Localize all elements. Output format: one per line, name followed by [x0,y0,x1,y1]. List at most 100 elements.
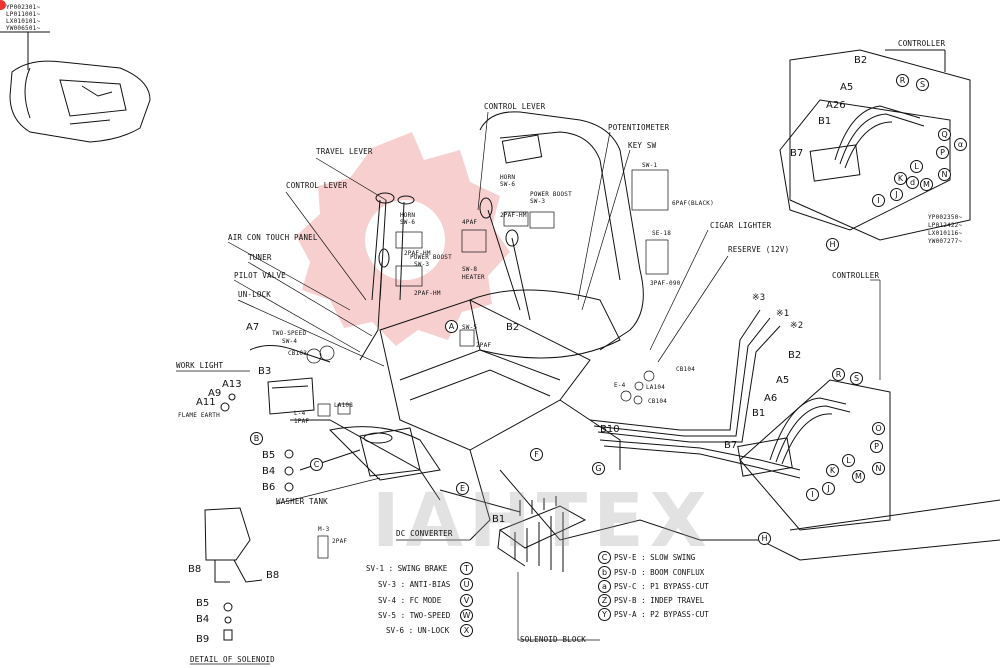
ct-b7: B7 [790,148,804,159]
sv-mark-2: U [460,578,473,591]
sl-paf2c: 2PAF-HM [500,212,527,219]
sl-pb2: POWER BOOST [530,191,572,198]
work-light-and-tank [220,345,421,492]
cm-h: H [758,532,771,545]
sv-mark-4: W [460,609,473,622]
psv-text-2: PSV-D : BOOM CONFLUX [614,568,705,577]
ref-b10: B10 [600,424,620,435]
serial-top-left-3: LX010101~ [6,18,41,25]
ref-b5: B5 [262,450,276,461]
sv-text-5: SV-6 : UN-LOCK [386,626,450,635]
ref-b: B [250,432,263,445]
sl-cb104: CB104 [676,366,696,373]
sl-sw1: SW-1 [642,162,658,169]
sl-cb104b: CB104 [648,398,668,405]
sl-se18: SE-18 [652,230,672,237]
leader-lines [176,111,881,665]
psv-mark-5: Y [598,608,611,621]
sl-paf6: 6PAF(BLACK) [672,200,714,207]
sv-row-5: SV-6 : UN-LOCK [386,626,449,635]
label-dc-converter: DC CONVERTER [396,529,453,538]
label-work-light: WORK LIGHT [176,361,224,370]
ref-b5-detail: B5 [196,598,210,609]
watermark-gear [296,132,510,346]
label-tuner: TUNER [248,253,272,262]
label-washer-tank: WASHER TANK [276,497,328,506]
thumbnail-machine [0,31,151,143]
cm-k: K [826,464,839,477]
sv-text-3: SV-4 : FC MODE [378,596,442,605]
cm-b1: B1 [752,408,766,419]
cm-a5: A5 [776,375,790,386]
cm-j: J [822,482,835,495]
psv-mark-4: Z [598,594,611,607]
sv-mark-3: V [460,594,473,607]
sl-la108: LA108 [334,402,354,409]
sv-text-2: SV-3 : ANTI-BIAS [378,580,451,589]
serial-top-left-2: LP011001~ [6,11,41,18]
ct-j: J [890,188,903,201]
serial-right-1: YP002350~ [928,214,963,221]
levers [359,192,531,361]
sl-paf1: 1PAF [294,418,310,425]
sv-mark-1: T [460,562,473,575]
ct-r: R [896,74,909,87]
serial-top-left-4: YW006501~ [6,25,41,32]
sl-l4: L-4 [294,410,306,417]
cm-l: L [842,454,855,467]
sl-sw6b: SW-6 [500,181,516,188]
label-travel-lever: TRAVEL LEVER [316,147,373,156]
ref-b2: B2 [506,322,520,333]
label-solenoid-block: SOLENOID BLOCK [520,635,587,644]
sv-text-4: SV-5 : TWO-SPEED [378,611,451,620]
harness-bundle [439,309,801,541]
cm-b7: B7 [724,440,738,451]
psv-mark-1: C [598,551,611,564]
cm-r: R [832,368,845,381]
ref-b3: B3 [258,366,272,377]
ref-a9: A9 [208,388,222,399]
sl-sw5: SW-5 [462,324,478,331]
sl-two-speed: TWO-SPEED [272,330,307,337]
label-unlock: UN-LOCK [238,290,272,299]
ref-a: A [445,320,458,333]
ct-b2: B2 [854,55,868,66]
ref-b1: B1 [492,514,506,525]
ref-e: E [456,482,469,495]
ct-b1: B1 [818,116,832,127]
sl-e4: E-4 [614,382,626,389]
sv-row-4: SV-5 : TWO-SPEED [378,611,450,620]
sl-heater: HEATER [462,274,485,281]
sl-m3: M-3 [318,526,330,533]
sv-row-2: SV-3 : ANTI-BIAS [378,580,450,589]
solenoid-detail-drawing [204,507,263,641]
corner-marker-icon [0,0,6,10]
cm-p: P [870,440,883,453]
ref-b8-left: B8 [188,564,202,575]
label-control-lever-top: CONTROL LEVER [484,102,546,111]
controller-mid-drawing [737,379,1000,561]
ref-a13: A13 [222,379,242,390]
sl-pb1: POWER BOOST [410,254,452,261]
serial-right-4: YW007277~ [928,238,963,245]
sl-horn1: HORN [400,212,416,219]
ref-c: C [310,458,323,471]
ref-note-2: ※2 [790,321,804,331]
sl-paf2e: 2PAF [332,538,348,545]
ref-b6: B6 [262,482,276,493]
psv-mark-2: b [598,566,611,579]
cm-b2: B2 [788,350,802,361]
watermark-text: IAHTEX [372,478,713,564]
cm-i: I [806,488,819,501]
ref-b4: B4 [262,466,276,477]
ct-a26: A26 [826,100,846,111]
label-control-lever: CONTROL LEVER [286,181,348,190]
ct-q: Q [938,128,951,141]
sl-paf4: 4PAF [462,219,478,226]
ref-a7: A7 [246,322,260,333]
sl-horn2: HORN [500,174,516,181]
sv-text-1: SV-1 : SWING BRAKE [366,564,448,573]
ref-note-2-num: 2 [797,321,804,331]
